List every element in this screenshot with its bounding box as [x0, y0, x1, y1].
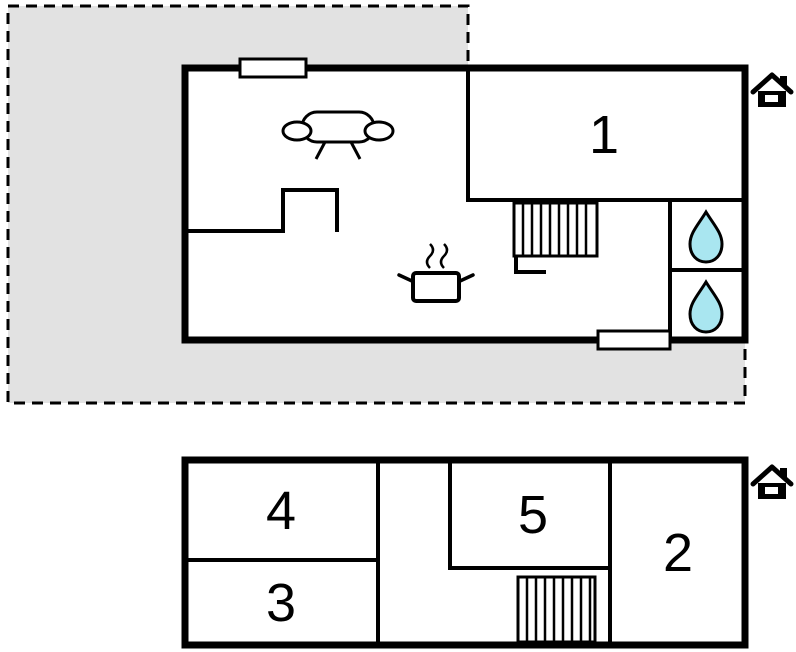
stairs-icon	[516, 575, 597, 644]
room-label-1: 1	[589, 105, 619, 165]
upper-floor-partition-wall	[188, 188, 339, 233]
room-label-2: 2	[663, 523, 693, 583]
upper-floor-plan: 1	[181, 57, 749, 351]
room-label-4: 4	[266, 481, 296, 541]
room-label-3: 3	[266, 573, 296, 633]
sofa-icon	[281, 110, 395, 160]
stairs-icon	[512, 201, 599, 274]
stove-pot-icon	[397, 243, 475, 303]
lower-floor-plan: 4 3 5 2	[181, 456, 749, 649]
room-label-5: 5	[518, 485, 548, 545]
window-icon	[596, 329, 672, 351]
upper-floor-outer-wall	[181, 64, 749, 344]
upper-floor-inner-walls	[466, 70, 743, 338]
window-icon	[238, 57, 308, 79]
lower-floor-inner-walls	[188, 462, 612, 643]
lower-floor-outer-wall	[181, 456, 749, 649]
